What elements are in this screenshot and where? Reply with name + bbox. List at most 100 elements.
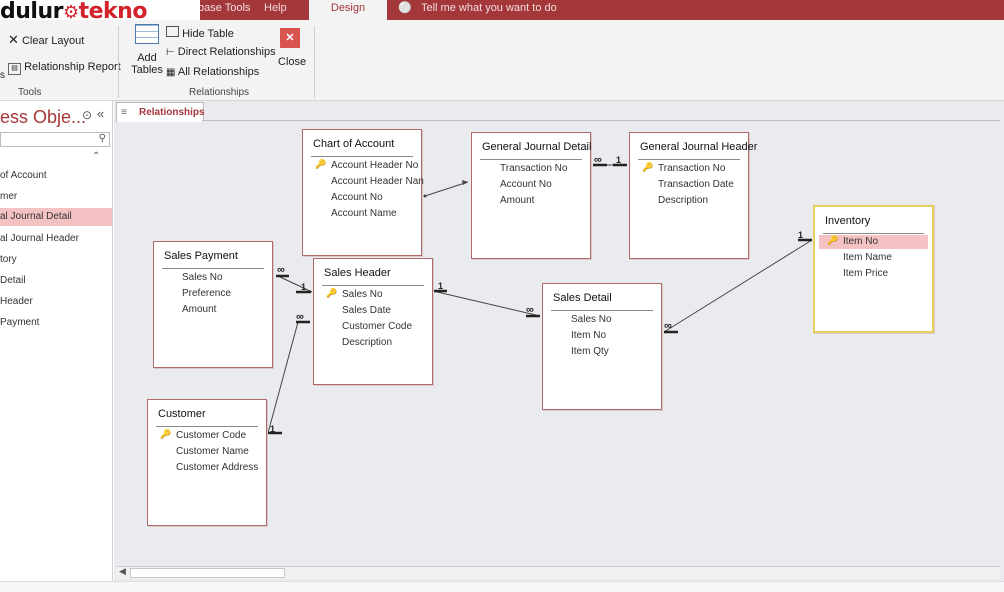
status-bar — [0, 581, 1004, 592]
table-divider — [638, 159, 740, 160]
table-general-journal-header[interactable]: General Journal Header 🔑 Transaction No … — [629, 132, 757, 259]
table-field[interactable]: Sales No — [342, 289, 383, 300]
report-icon: ▤ — [8, 63, 21, 75]
nav-item-selected[interactable]: al Journal Detail — [0, 208, 112, 226]
table-field[interactable]: Transaction No — [500, 163, 568, 174]
navigation-pane: ess Obje... ⊙ « ⚲ ⌃ of Account mer al Jo… — [0, 101, 113, 581]
table-inventory[interactable]: Inventory 🔑 Item No Item Name Item Price — [813, 205, 934, 333]
lightbulb-icon: ⚪ — [398, 2, 412, 14]
nav-item[interactable]: Payment — [0, 317, 40, 328]
horizontal-scrollbar[interactable]: ◀ — [116, 566, 1000, 579]
nav-item[interactable]: of Account — [0, 170, 47, 181]
table-divider — [156, 426, 258, 427]
ribbon-separator — [314, 26, 315, 98]
table-sales-detail[interactable]: Sales Detail Sales No Item No Item Qty — [542, 283, 662, 410]
table-field[interactable]: Preference — [182, 288, 231, 299]
tab-relationships[interactable]: ≡ Relationships — [116, 102, 205, 122]
table-divider — [311, 156, 413, 157]
key-icon: 🔑 — [160, 429, 172, 439]
nav-item[interactable]: al Journal Header — [0, 233, 79, 244]
add-tables-label-2: Tables — [131, 64, 163, 76]
table-field[interactable]: Customer Code — [176, 430, 247, 441]
key-icon: 🔑 — [827, 235, 839, 245]
nav-item[interactable]: mer — [0, 191, 18, 202]
table-field[interactable]: Item Qty — [571, 346, 609, 357]
scrollbar-thumb[interactable] — [130, 568, 285, 578]
relationship-report-button[interactable]: ▤ Relationship Report — [8, 61, 121, 75]
table-field[interactable]: Customer Address — [176, 462, 259, 473]
table-field[interactable]: Amount — [182, 304, 217, 315]
relationship-one-marker: 1 — [301, 282, 307, 292]
clear-layout-button[interactable]: ✕ Clear Layout — [8, 32, 84, 48]
relationship-many-marker: ∞ — [277, 264, 285, 276]
table-field[interactable]: Transaction Date — [658, 179, 734, 190]
table-field[interactable]: Item Name — [843, 252, 892, 263]
relationship-one-marker: 1 — [616, 155, 622, 165]
table-field[interactable]: Customer Code — [342, 321, 413, 332]
tell-me-box[interactable]: Tell me what you want to do — [421, 2, 557, 14]
table-field[interactable]: Amount — [500, 195, 535, 206]
clear-layout-label: Clear Layout — [21, 35, 85, 47]
selected-field-highlight — [819, 235, 928, 249]
table-field[interactable]: Sales Date — [342, 305, 391, 316]
direct-relationships-button[interactable]: ⊢ Direct Relationships — [166, 46, 276, 58]
scroll-left-icon[interactable]: ◀ — [119, 566, 126, 576]
tab-design[interactable]: Design — [309, 0, 387, 20]
table-field[interactable]: Sales No — [182, 272, 223, 283]
table-title: Sales Header — [324, 267, 391, 279]
table-field[interactable]: Description — [342, 337, 393, 348]
table-title: Chart of Account — [313, 138, 395, 150]
table-field[interactable]: Description — [658, 195, 709, 206]
nav-dropdown-icon[interactable]: ⊙ — [82, 108, 93, 122]
ribbon-separator — [118, 26, 119, 98]
nav-item[interactable]: Header — [0, 296, 33, 307]
tab-database-tools[interactable]: base Tools — [198, 2, 251, 14]
nav-collapse-icon[interactable]: « — [97, 106, 105, 121]
nav-search-input[interactable]: ⚲ — [0, 132, 110, 147]
add-tables-label-1: Add — [137, 52, 157, 64]
table-field[interactable]: Account Name — [331, 208, 397, 219]
table-general-journal-detail[interactable]: General Journal Detail Transaction No Ac… — [471, 132, 591, 259]
table-divider — [551, 310, 653, 311]
table-sales-payment[interactable]: Sales Payment Sales No Preference Amount — [153, 241, 273, 368]
table-title: General Journal Detail — [482, 141, 592, 153]
table-add-icon — [135, 24, 159, 44]
all-relationships-button[interactable]: ▦ All Relationships — [166, 66, 259, 78]
relationship-one-marker: 1 — [798, 230, 804, 240]
table-field[interactable]: Sales No — [571, 314, 612, 325]
search-icon: ⚲ — [98, 133, 106, 144]
table-chart-of-account[interactable]: Chart of Account 🔑 Account Header No Acc… — [302, 129, 424, 256]
relationship-one-marker: 1 — [438, 281, 444, 291]
relationship-many-marker: ∞ — [526, 304, 534, 316]
hide-table-button[interactable]: Hide Table — [166, 26, 234, 40]
table-field[interactable]: Customer Name — [176, 446, 249, 457]
table-title: Customer — [158, 408, 206, 420]
tab-help[interactable]: Help — [264, 2, 287, 14]
ribbon: ✕ Clear Layout s ▤ Relationship Report T… — [0, 20, 1004, 101]
table-field[interactable]: Account Header Nan — [331, 176, 424, 187]
add-tables-button[interactable]: Add Tables — [130, 24, 164, 76]
table-customer[interactable]: Customer 🔑 Customer Code Customer Name C… — [147, 399, 267, 526]
key-icon: 🔑 — [642, 162, 654, 172]
close-button[interactable]: ✕ Close — [278, 28, 307, 68]
close-label: Close — [278, 56, 307, 68]
table-field[interactable]: Account No — [331, 192, 383, 203]
hide-table-label: Hide Table — [182, 28, 234, 40]
nav-item[interactable]: tory — [0, 254, 17, 265]
table-field[interactable]: Item Price — [843, 268, 889, 279]
table-field[interactable]: Item No — [571, 330, 607, 341]
table-title: General Journal Header — [640, 141, 758, 153]
relationship-many-marker: ∞ — [296, 311, 304, 323]
table-field[interactable]: Transaction No — [658, 163, 726, 174]
table-field[interactable]: Item No — [843, 236, 879, 247]
chevron-up-icon[interactable]: ⌃ — [92, 151, 101, 162]
nav-item[interactable]: Detail — [0, 275, 26, 286]
relationships-group-label: Relationships — [189, 87, 250, 98]
table-divider — [162, 268, 264, 269]
table-sales-header[interactable]: Sales Header 🔑 Sales No Sales Date Custo… — [313, 258, 433, 385]
direct-relationships-icon: ⊢ — [166, 47, 175, 58]
table-field[interactable]: Account No — [500, 179, 552, 190]
tab-underline — [202, 120, 1000, 121]
relationship-many-marker: ∞ — [664, 320, 672, 332]
table-field[interactable]: Account Header No — [331, 160, 419, 171]
